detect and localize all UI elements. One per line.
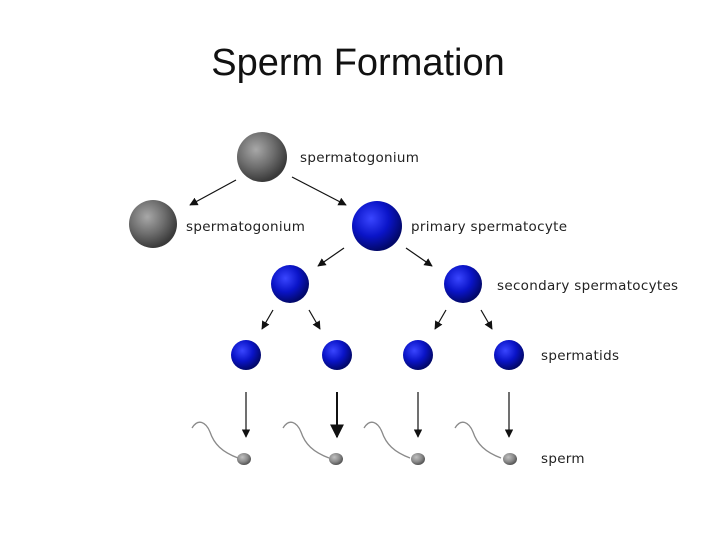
primary-spermatocyte-cell bbox=[352, 201, 402, 251]
arrow bbox=[291, 176, 347, 206]
secondary-spermatocyte-left-cell bbox=[271, 265, 309, 303]
arrow bbox=[308, 309, 321, 330]
spermatid-cell bbox=[403, 340, 433, 370]
sperm-head bbox=[329, 453, 343, 465]
primary-spermatocyte-label: primary spermatocyte bbox=[411, 219, 568, 235]
sperm-tail bbox=[454, 421, 502, 459]
spermatogonium-top-label: spermatogonium bbox=[300, 150, 420, 166]
sperm-tail bbox=[363, 421, 411, 459]
sperm-label: sperm bbox=[541, 451, 585, 467]
sperm-head bbox=[237, 453, 251, 465]
spermatogonium-top-cell bbox=[237, 132, 287, 182]
spermatid-cell bbox=[494, 340, 524, 370]
sperm-head bbox=[503, 453, 517, 465]
spermatids-label: spermatids bbox=[541, 348, 620, 364]
spermatogonium-left-label: spermatogonium bbox=[186, 219, 306, 235]
secondary-spermatocytes-label: secondary spermatocytes bbox=[497, 278, 679, 294]
spermatogonium-left-cell bbox=[129, 200, 177, 248]
sperm-head bbox=[411, 453, 425, 465]
arrow bbox=[405, 247, 433, 267]
sperm-tail bbox=[282, 421, 330, 459]
arrow bbox=[317, 247, 345, 267]
arrow bbox=[189, 179, 237, 206]
spermatid-cell bbox=[231, 340, 261, 370]
arrow bbox=[480, 309, 493, 330]
sperm-tail bbox=[191, 421, 239, 459]
arrow bbox=[434, 309, 447, 330]
spermatid-cell bbox=[322, 340, 352, 370]
arrow bbox=[261, 309, 274, 330]
secondary-spermatocyte-right-cell bbox=[444, 265, 482, 303]
slide-title: Sperm Formation bbox=[211, 42, 505, 84]
